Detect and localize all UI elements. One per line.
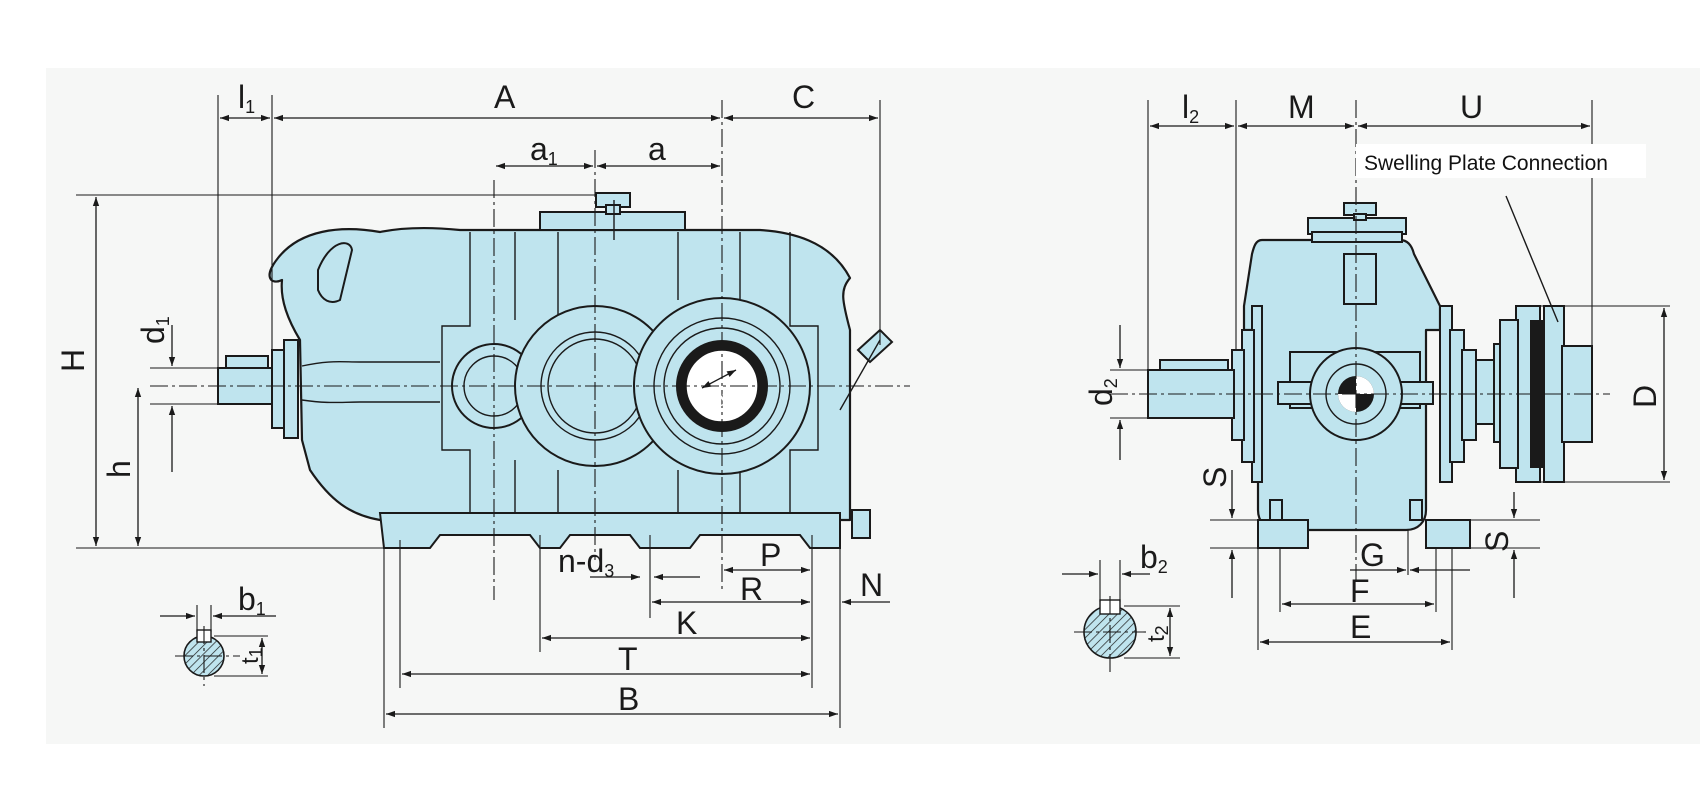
label-h: h (101, 460, 137, 478)
front-view: l1 A C a1 a H h d1 dw n-d3 P R N K T B b… (55, 79, 910, 728)
label-l1: l1 (238, 79, 255, 117)
label-S-left: S (1197, 467, 1233, 488)
label-P: P (760, 537, 781, 573)
front-base (378, 512, 841, 549)
label-a: a (648, 131, 666, 167)
label-H: H (55, 349, 91, 372)
label-d1: d1 (135, 316, 173, 344)
key-section-1 (160, 605, 276, 686)
label-t2: t2 (1143, 625, 1172, 642)
label-C: C (792, 79, 815, 115)
label-S-right: S (1479, 531, 1515, 552)
label-n-d3: n-d3 (558, 543, 614, 581)
side-foot-left (1257, 519, 1309, 549)
label-l2: l2 (1182, 89, 1199, 127)
label-R: R (740, 571, 763, 607)
swelling-plate-note: Swelling Plate Connection (1364, 152, 1608, 175)
label-d2: d2 (1083, 378, 1121, 406)
label-t1: t1 (237, 647, 266, 664)
label-b1: b1 (238, 581, 266, 619)
key-section-2 (1062, 560, 1180, 672)
label-U: U (1460, 89, 1483, 125)
front-lug (317, 242, 354, 303)
label-G: G (1360, 537, 1385, 573)
label-B: B (618, 681, 639, 717)
label-A: A (494, 79, 516, 115)
label-F: F (1350, 573, 1370, 609)
side-view: l2 M U Swelling Plate Connection d2 D S … (1062, 89, 1670, 672)
label-E: E (1350, 609, 1371, 645)
label-T: T (618, 641, 638, 677)
label-N: N (860, 567, 883, 603)
label-M: M (1288, 89, 1315, 125)
swelling-plate-leader (1505, 195, 1559, 323)
label-D: D (1627, 385, 1663, 408)
label-b2: b2 (1140, 539, 1168, 577)
side-foot-right (1425, 519, 1471, 549)
label-a1: a1 (530, 131, 558, 169)
label-K: K (676, 605, 697, 641)
front-vent-stem (605, 204, 621, 215)
